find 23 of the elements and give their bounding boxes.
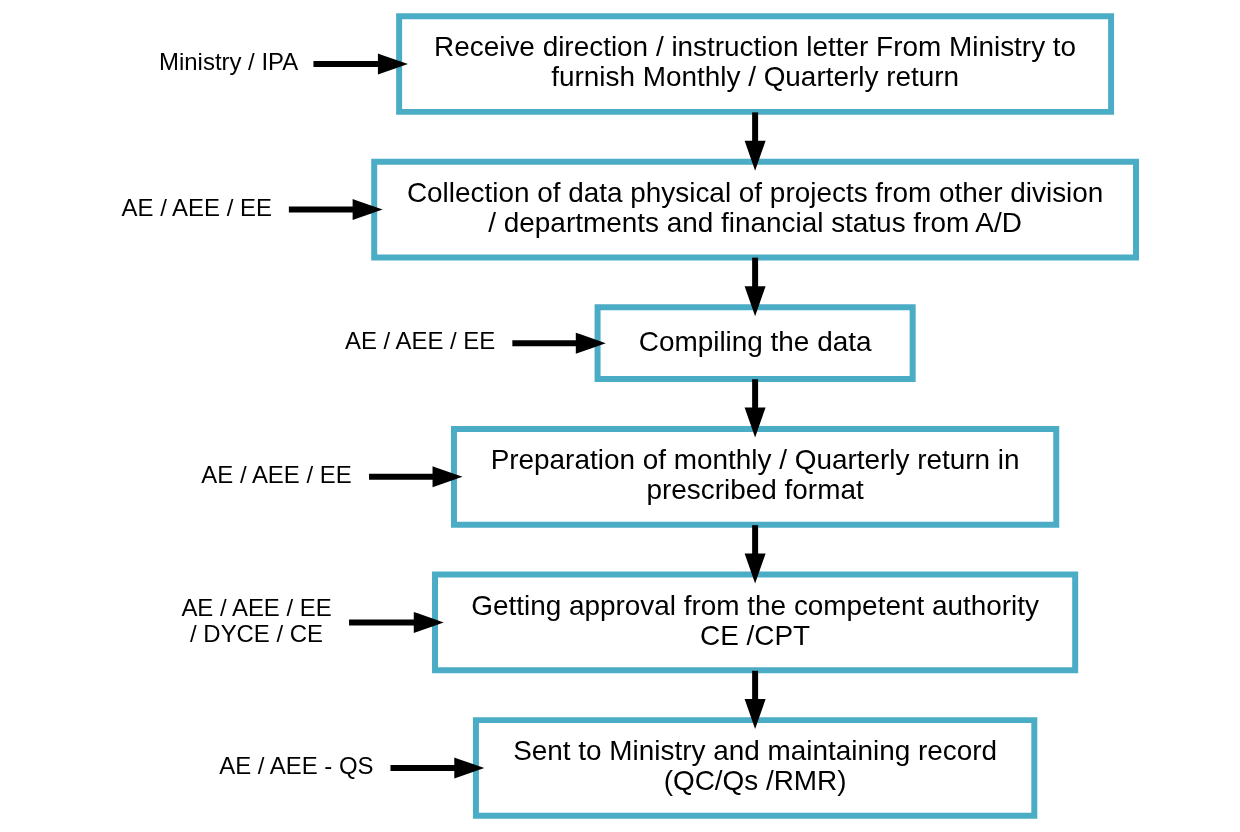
node-box: Compiling the data (594, 304, 916, 383)
arrow (744, 112, 766, 171)
arrow (368, 466, 463, 488)
arrow (744, 257, 766, 317)
arrow (744, 379, 766, 438)
node-text: AE / AEE / EE / DYCE / CE (180, 593, 332, 647)
arrow (312, 53, 408, 75)
node-box: Preparation of monthly / Quarterly return in prescribed format (450, 425, 1059, 528)
node-box: Getting approval from the competent authority CE /CPT (431, 571, 1078, 674)
node-text: AE / AEE / EE (344, 327, 495, 355)
node-text: AE / AEE - QS (218, 752, 374, 780)
arrow (288, 199, 383, 221)
node-text: Ministry / IPA (158, 48, 298, 76)
node-box: Collection of data physical of projects from other division / departments and financial status from A/D (370, 158, 1139, 261)
arrow (348, 611, 444, 633)
arrow (390, 757, 484, 779)
arrow (511, 332, 606, 354)
node-box: Receive direction / instruction letter From Ministry to furnish Monthly / Quarterly return (395, 13, 1114, 115)
node-text: AE / AEE / EE (121, 193, 272, 221)
arrow (744, 670, 766, 730)
arrow (744, 525, 766, 584)
node-text: AE / AEE / EE (200, 461, 352, 489)
node-box: Sent to Ministry and maintaining record (QC/Qs /RMR) (472, 717, 1037, 819)
